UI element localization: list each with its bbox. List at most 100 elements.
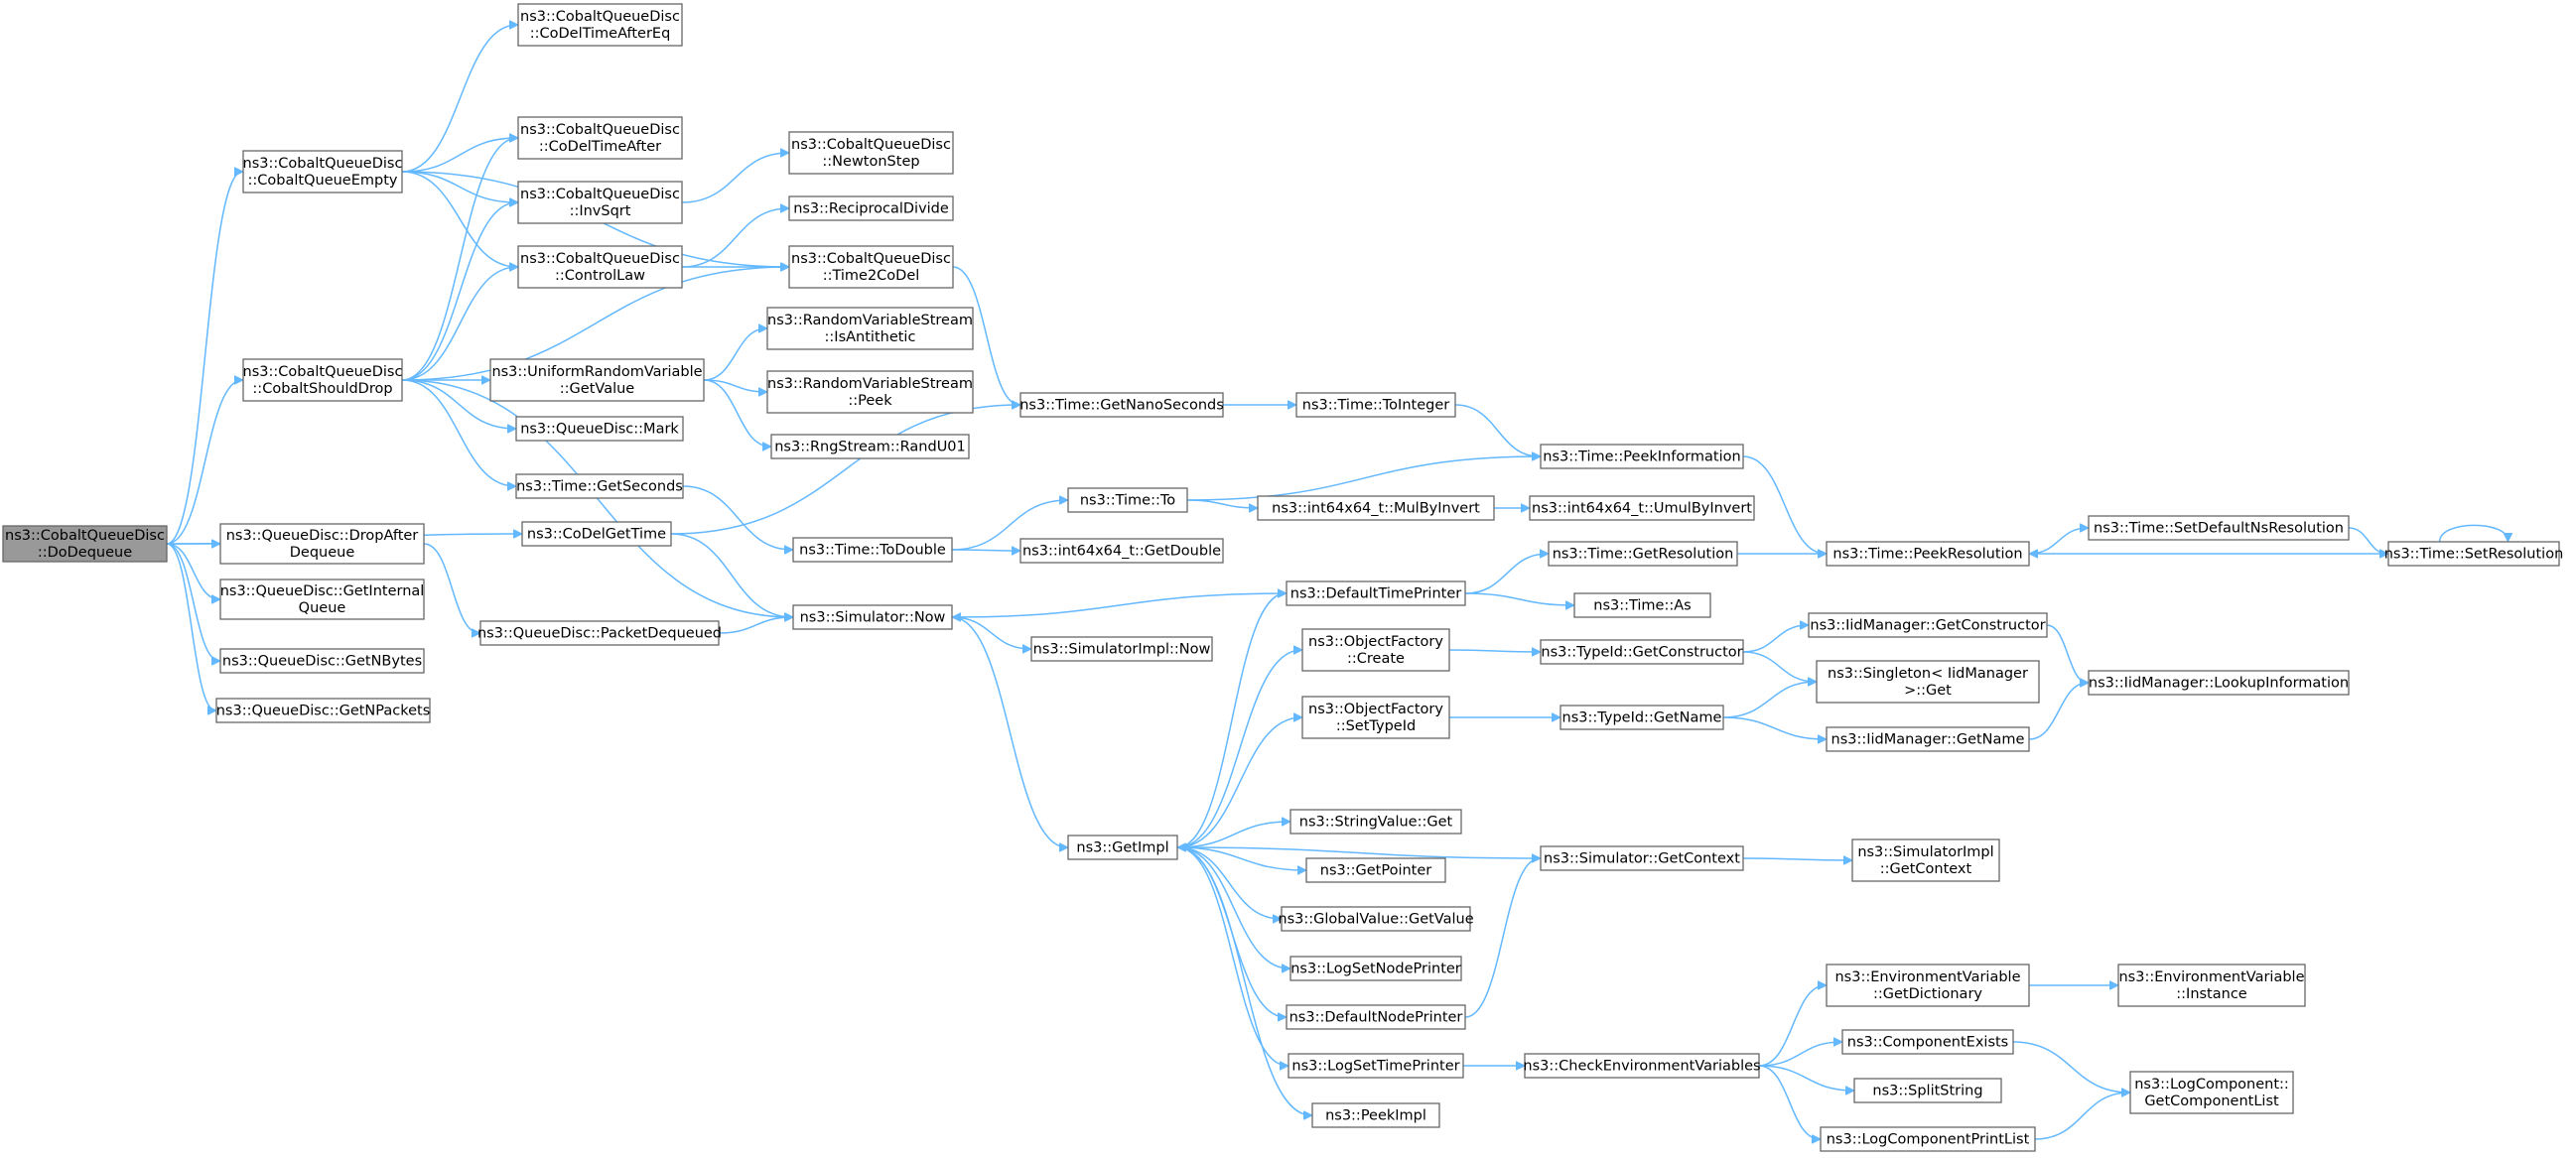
node-label: ns3::QueueDisc::PacketDequeued (477, 626, 722, 642)
graph-node-defaultTimePrinter[interactable]: ns3::DefaultTimePrinter (1286, 580, 1466, 606)
node-box (521, 521, 672, 547)
node-label: ns3::StringValue::Get (1299, 815, 1453, 831)
graph-node-toDouble[interactable]: ns3::Time::ToDouble (792, 537, 953, 563)
graph-node-timeTo[interactable]: ns3::Time::To (1067, 487, 1188, 513)
graph-node-coDelGetTime[interactable]: ns3::CoDelGetTime (521, 521, 672, 547)
graph-node-umulByInvert[interactable]: ns3::int64x64_t::UmulByInvert (1529, 495, 1755, 521)
graph-node-peekResolution[interactable]: ns3::Time::PeekResolution (1826, 541, 2030, 567)
node-label: ns3::CobaltQueueDisc (520, 122, 680, 138)
graph-node-typeIdGetConstructor[interactable]: ns3::TypeId::GetConstructor (1540, 639, 1744, 665)
graph-node-controlLaw[interactable]: ns3::CobaltQueueDisc::ControlLaw (517, 245, 683, 289)
graph-node-globalValueGetValue[interactable]: ns3::GlobalValue::GetValue (1278, 906, 1474, 932)
node-box (1540, 639, 1744, 665)
graph-node-simulatorNow[interactable]: ns3::Simulator::Now (792, 604, 953, 630)
graph-node-objFactoryCreate[interactable]: ns3::ObjectFactory::Create (1301, 628, 1450, 672)
edge-setDefaultNsResolution-to-setResolution (2348, 527, 2387, 554)
graph-node-componentExists[interactable]: ns3::ComponentExists (1841, 1029, 2014, 1055)
node-box (219, 579, 425, 620)
graph-node-time2CoDel[interactable]: ns3::CobaltQueueDisc::Time2CoDel (788, 245, 954, 289)
graph-node-coDelTimeAfterEq[interactable]: ns3::CobaltQueueDisc::CoDelTimeAfterEq (517, 3, 683, 47)
graph-node-setResolution[interactable]: ns3::Time::SetResolution (2384, 541, 2564, 567)
graph-node-timeAs[interactable]: ns3::Time::As (1573, 592, 1711, 618)
graph-node-simImplGetContext[interactable]: ns3::SimulatorImpl::GetContext (1851, 838, 2000, 882)
node-label: ::Time2CoDel (823, 268, 920, 284)
node-box (1305, 857, 1446, 883)
node-box (1019, 392, 1224, 418)
graph-node-getNPackets[interactable]: ns3::QueueDisc::GetNPackets (215, 698, 431, 723)
graph-node-getPointer[interactable]: ns3::GetPointer (1305, 857, 1446, 883)
node-box (479, 620, 720, 646)
edge-simulatorNow-to-simImplNow (951, 616, 1030, 649)
graph-node-isAntithetic[interactable]: ns3::RandomVariableStream::IsAntithetic (766, 307, 974, 350)
edge-cobaltShouldDrop-to-getSeconds (401, 379, 515, 486)
graph-node-envGetDictionary[interactable]: ns3::EnvironmentVariable::GetDictionary (1826, 964, 2030, 1007)
graph-node-peekImpl[interactable]: ns3::PeekImpl (1311, 1102, 1440, 1128)
graph-node-setDefaultNsResolution[interactable]: ns3::Time::SetDefaultNsResolution (2088, 515, 2350, 541)
node-label: ns3::QueueDisc::GetInternal (220, 583, 425, 599)
graph-node-lookupInformation[interactable]: ns3::IidManager::LookupInformation (2088, 670, 2350, 696)
graph-node-getImpl[interactable]: ns3::GetImpl (1067, 835, 1178, 860)
edge-setResolution-to-setResolution (2438, 524, 2508, 543)
node-label: ns3::LogSetNodePrinter (1290, 962, 1461, 977)
graph-node-invSqrt[interactable]: ns3::CobaltQueueDisc::InvSqrt (517, 181, 683, 224)
graph-node-getResolution[interactable]: ns3::Time::GetResolution (1548, 541, 1738, 567)
node-box (1030, 636, 1213, 662)
graph-node-getNBytes[interactable]: ns3::QueueDisc::GetNBytes (219, 648, 425, 674)
node-box (1067, 487, 1188, 513)
graph-node-reciprocalDivide[interactable]: ns3::ReciprocalDivide (788, 195, 954, 221)
graph-node-stringValueGet[interactable]: ns3::StringValue::Get (1289, 809, 1462, 835)
graph-node-singletonGet[interactable]: ns3::Singleton< IidManager>::Get (1816, 660, 2040, 704)
edge-getImpl-to-logSetNodePrinter (1176, 846, 1289, 968)
graph-node-simGetContext[interactable]: ns3::Simulator::GetContext (1540, 845, 1744, 871)
graph-node-objFactorySetTypeId[interactable]: ns3::ObjectFactory::SetTypeId (1301, 696, 1450, 739)
graph-node-randU01[interactable]: ns3::RngStream::RandU01 (770, 434, 970, 459)
node-box (242, 150, 403, 193)
graph-node-getDouble[interactable]: ns3::int64x64_t::GetDouble (1019, 538, 1224, 564)
edge-uniformGetValue-to-randU01 (703, 379, 770, 447)
graph-node-getNanoSeconds[interactable]: ns3::Time::GetNanoSeconds (1019, 392, 1224, 418)
node-box (517, 3, 683, 47)
graph-node-coDelTimeAfter[interactable]: ns3::CobaltQueueDisc::CoDelTimeAfter (517, 116, 683, 160)
node-label: ns3::RngStream::RandU01 (774, 440, 966, 455)
graph-node-peek[interactable]: ns3::RandomVariableStream::Peek (766, 370, 974, 414)
edge-timeTo-to-mulByInvert (1186, 499, 1257, 508)
node-box (1067, 835, 1178, 860)
graph-node-newtonStep[interactable]: ns3::CobaltQueueDisc::NewtonStep (788, 131, 954, 175)
node-box (515, 416, 684, 442)
node-label: >::Get (1904, 683, 1952, 699)
node-box (1540, 444, 1744, 469)
edge-coDelGetTime-to-simulatorNow (670, 533, 792, 617)
edge-getImpl-to-objFactoryCreate (1176, 650, 1301, 848)
graph-node-checkEnvVars[interactable]: ns3::CheckEnvironmentVariables (1523, 1053, 1761, 1079)
graph-node-typeIdGetName[interactable]: ns3::TypeId::GetName (1559, 705, 1724, 730)
node-label: ns3::RandomVariableStream (767, 376, 973, 392)
nodes-layer: ns3::CobaltQueueDisc::DoDequeue ns3::Coba… (2, 3, 2564, 1152)
graph-node-getComponentList[interactable]: ns3::LogComponent::GetComponentList (2129, 1071, 2294, 1114)
graph-node-logSetTimePrinter[interactable]: ns3::LogSetTimePrinter (1288, 1053, 1464, 1079)
node-box (1540, 845, 1744, 871)
node-box (766, 307, 974, 350)
graph-node-simImplNow[interactable]: ns3::SimulatorImpl::Now (1030, 636, 1213, 662)
graph-node-envInstance[interactable]: ns3::EnvironmentVariable::Instance (2117, 964, 2306, 1007)
graph-node-logComponentPrintList[interactable]: ns3::LogComponentPrintList (1820, 1126, 2036, 1152)
graph-node-uniformGetValue[interactable]: ns3::UniformRandomVariable::GetValue (489, 358, 705, 402)
graph-node-logSetNodePrinter[interactable]: ns3::LogSetNodePrinter (1289, 956, 1462, 981)
graph-node-defaultNodePrinter[interactable]: ns3::DefaultNodePrinter (1286, 1004, 1466, 1030)
graph-node-mark[interactable]: ns3::QueueDisc::Mark (515, 416, 684, 442)
graph-node-iidGetConstructor[interactable]: ns3::IidManager::GetConstructor (1808, 612, 2048, 638)
graph-node-packetDequeued[interactable]: ns3::QueueDisc::PacketDequeued (477, 620, 722, 646)
node-box (517, 181, 683, 224)
graph-node-splitString[interactable]: ns3::SplitString (1853, 1078, 2002, 1103)
graph-node-cobaltShouldDrop[interactable]: ns3::CobaltQueueDisc::CobaltShouldDrop (242, 358, 403, 402)
graph-node-mulByInvert[interactable]: ns3::int64x64_t::MulByInvert (1257, 495, 1495, 521)
graph-node-toInteger[interactable]: ns3::Time::ToInteger (1295, 392, 1456, 418)
graph-node-doDequeue[interactable]: ns3::CobaltQueueDisc::DoDequeue (2, 525, 168, 563)
node-box (1524, 1053, 1760, 1079)
graph-node-peekInformation[interactable]: ns3::Time::PeekInformation (1540, 444, 1744, 469)
graph-node-getSeconds[interactable]: ns3::Time::GetSeconds (515, 473, 684, 499)
node-label: ns3::SplitString (1872, 1084, 1982, 1099)
graph-node-cobaltQueueEmpty[interactable]: ns3::CobaltQueueDisc::CobaltQueueEmpty (242, 150, 403, 193)
graph-node-iidGetName[interactable]: ns3::IidManager::GetName (1826, 726, 2030, 752)
